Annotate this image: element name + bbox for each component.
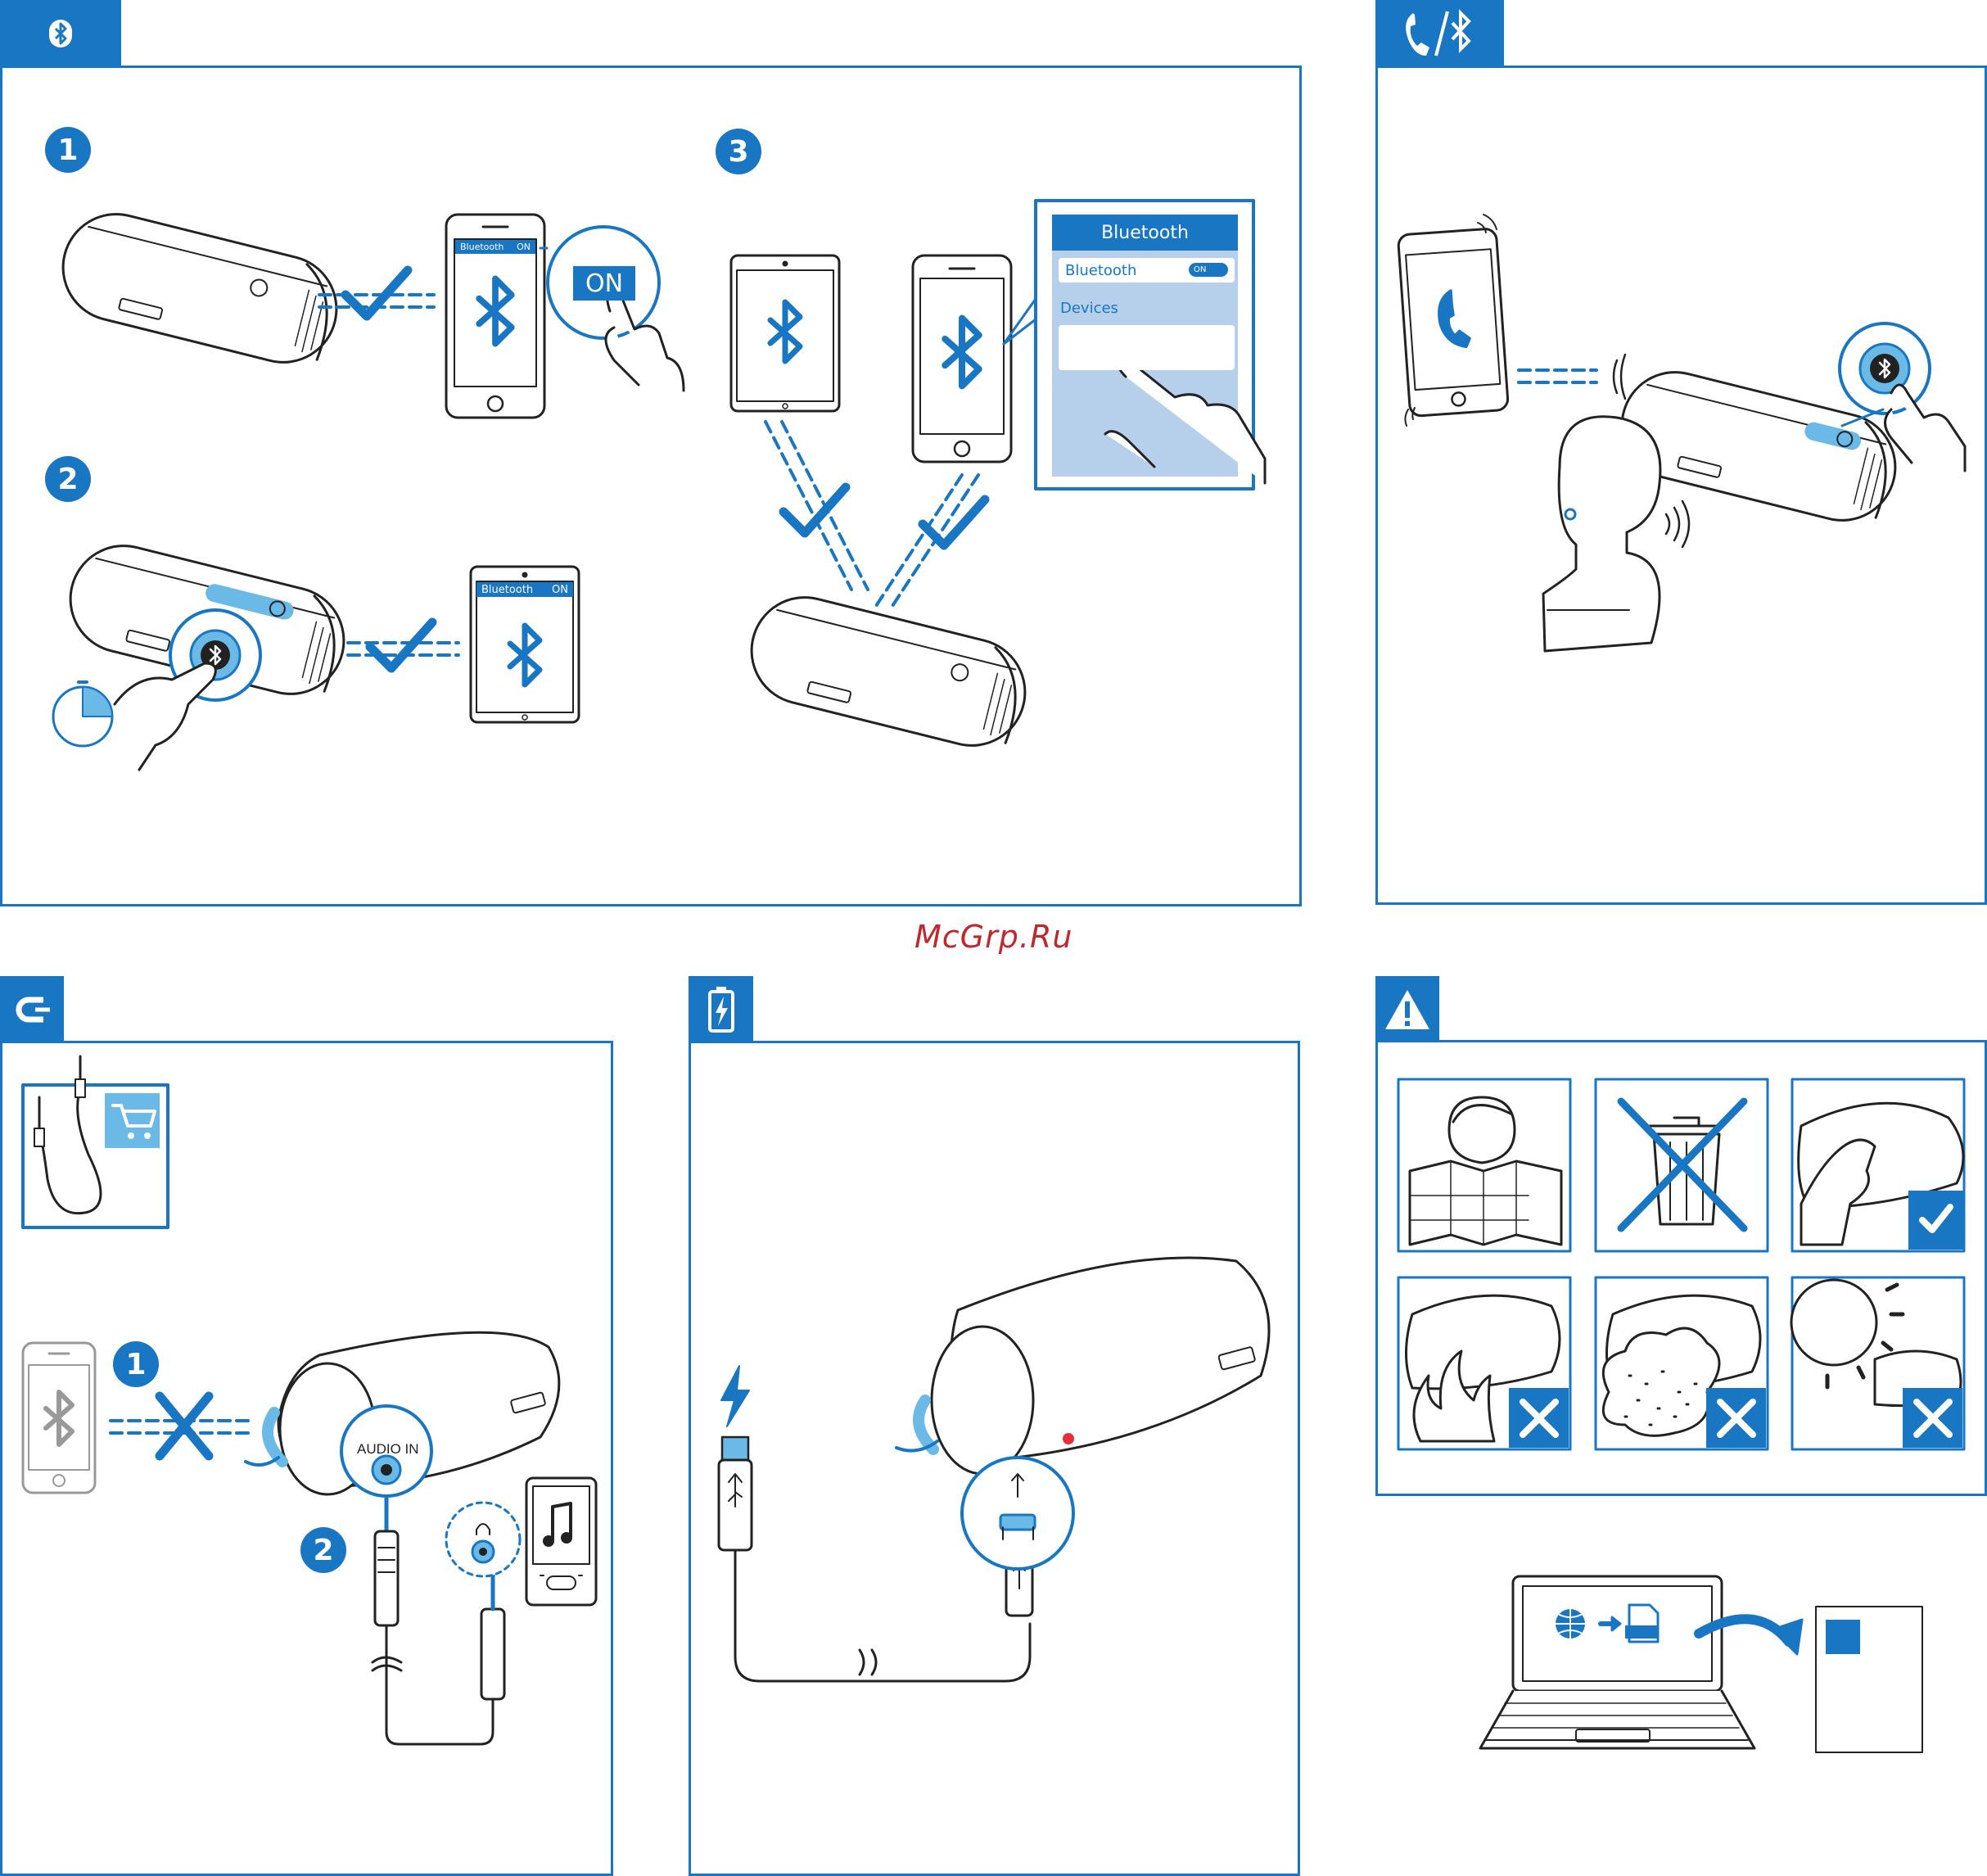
devices-list bbox=[1059, 325, 1235, 370]
headphone-zoom-circle bbox=[446, 1503, 520, 1576]
connection-line-calls bbox=[1519, 370, 1596, 382]
tablet-bluetooth-bar-label: Bluetooth bbox=[481, 584, 533, 596]
finger-calls bbox=[1885, 385, 1966, 471]
bluetooth-settings-row-label: Bluetooth bbox=[1065, 262, 1136, 279]
safety-tile-no-fire bbox=[1398, 1277, 1570, 1449]
music-player-illustration bbox=[526, 1478, 596, 1605]
watermark: McGrp.Ru bbox=[914, 919, 1073, 955]
safety-tile-read-manual bbox=[1398, 1079, 1570, 1251]
phone-bluetooth-bar: Bluetooth ON bbox=[455, 240, 535, 254]
micro-usb-port bbox=[1000, 1515, 1035, 1530]
audio-in-label: AUDIO IN bbox=[357, 1441, 419, 1458]
tablet-bluetooth-bar: Bluetooth ON bbox=[476, 582, 573, 597]
speaker-illustration-step1 bbox=[52, 203, 347, 373]
no-bluetooth-x bbox=[160, 1396, 209, 1456]
speaker-illustration-charging bbox=[896, 1258, 1269, 1474]
person-illustration-calls bbox=[1543, 417, 1660, 651]
user-manual-illustration bbox=[1816, 1607, 1922, 1752]
safety-tile-no-sun bbox=[1791, 1277, 1964, 1449]
audio-step-2-badge: 2 bbox=[300, 1527, 346, 1573]
finger-step2 bbox=[115, 663, 215, 770]
step-2-badge: 2 bbox=[45, 456, 91, 502]
step-3-badge: 3 bbox=[716, 129, 761, 174]
tablet-bluetooth-bar-state: ON bbox=[552, 584, 568, 596]
phone-illustration-step3 bbox=[913, 255, 1011, 462]
tablet-illustration-step3 bbox=[731, 255, 839, 411]
safety-tile-clean-cloth bbox=[1792, 1079, 1964, 1251]
connection-line-step2 bbox=[348, 622, 458, 668]
step-1-badge: 1 bbox=[45, 127, 91, 173]
timer-icon bbox=[53, 682, 112, 746]
bluetooth-toggle: ON bbox=[1189, 263, 1228, 277]
bluetooth-settings-title: Bluetooth bbox=[1052, 215, 1238, 251]
phone-illustration-calls bbox=[1398, 228, 1508, 417]
on-badge: ON bbox=[573, 266, 635, 301]
lightning-icon bbox=[721, 1366, 749, 1426]
phone-bluetooth-bar-state: ON bbox=[517, 242, 531, 252]
charging-led bbox=[1063, 1433, 1074, 1444]
phone-illustration-audio-in bbox=[23, 1343, 95, 1493]
safety-tile-no-trash bbox=[1596, 1079, 1768, 1251]
safety-tile-no-dust bbox=[1596, 1277, 1768, 1449]
audio-step-1-badge: 1 bbox=[113, 1341, 159, 1387]
laptop-illustration bbox=[1480, 1576, 1754, 1748]
devices-heading: Devices bbox=[1060, 300, 1118, 317]
phone-bluetooth-bar-label: Bluetooth bbox=[460, 242, 504, 252]
speaker-illustration-step3 bbox=[740, 586, 1036, 757]
